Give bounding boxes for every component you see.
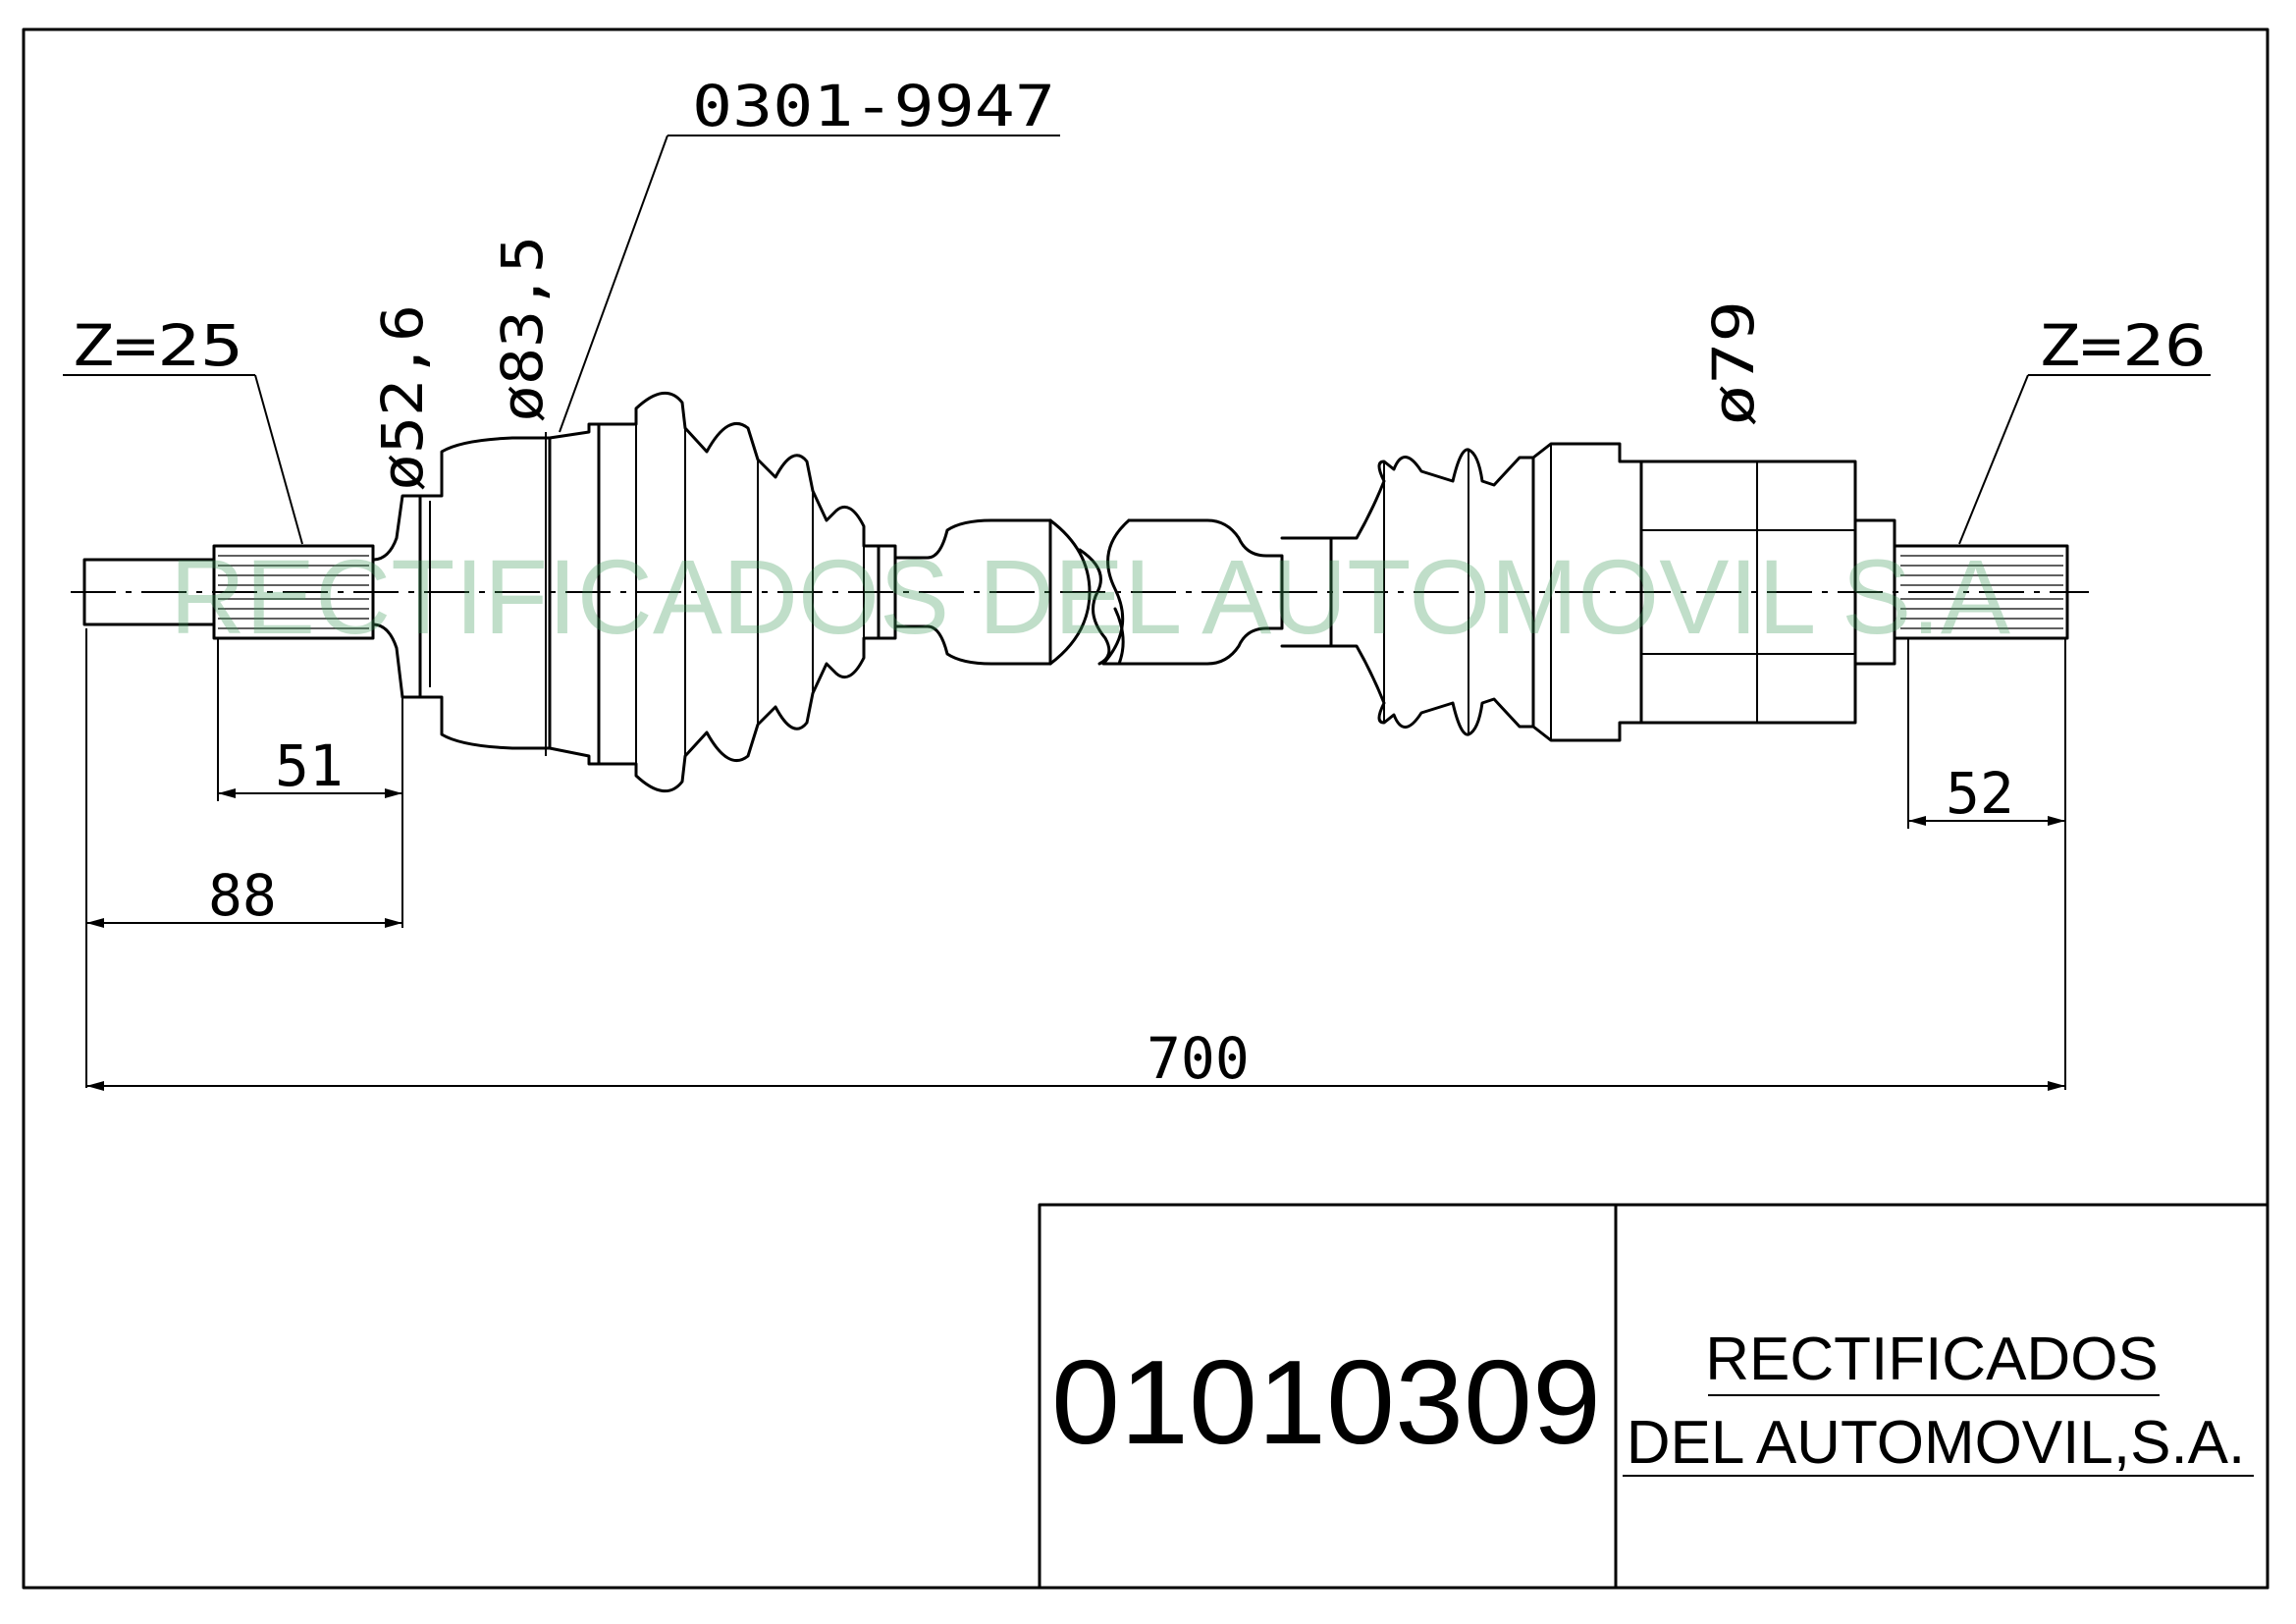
left-stub-shaft bbox=[82, 494, 422, 699]
watermark: RECTIFICADOS DEL AUTOMOVIL S.A bbox=[170, 537, 2010, 656]
callouts: 0301-9947 Z=25 Z=26 ø52,6 ø83,5 ø79 bbox=[63, 73, 2211, 756]
inner-cv-joint bbox=[1531, 442, 1896, 742]
left-teeth-label: Z=25 bbox=[71, 312, 243, 379]
title-block: 01010309 RECTIFICADOS DEL AUTOMOVIL,S.A. bbox=[1038, 1203, 2269, 1590]
dimensions: 51 88 52 700 bbox=[85, 628, 2066, 1092]
right-stub-shaft bbox=[1893, 544, 2069, 640]
company-name-line1: RECTIFICADOS bbox=[1705, 1326, 2159, 1393]
dim-total-length: 700 bbox=[1147, 1025, 1250, 1092]
shaft-left-section bbox=[877, 518, 1111, 666]
part-number: 01010309 bbox=[1051, 1335, 1601, 1469]
diameter-label-2: ø83,5 bbox=[489, 236, 556, 422]
drive-shaft bbox=[82, 392, 2069, 792]
right-teeth-label: Z=26 bbox=[2038, 312, 2207, 379]
dim-left-spline: 51 bbox=[275, 732, 344, 799]
dim-right-spline: 52 bbox=[1946, 760, 2014, 827]
dim-left-overall: 88 bbox=[208, 862, 277, 929]
diameter-label-1: ø52,6 bbox=[369, 304, 436, 491]
shaft-right-section bbox=[1101, 518, 1333, 666]
company-name-line2: DEL AUTOMOVIL,S.A. bbox=[1627, 1409, 2246, 1477]
right-boot bbox=[1329, 448, 1535, 736]
left-boot bbox=[597, 392, 881, 792]
part-reference-label: 0301-9947 bbox=[692, 73, 1055, 139]
diameter-label-3: ø79 bbox=[1700, 300, 1767, 426]
